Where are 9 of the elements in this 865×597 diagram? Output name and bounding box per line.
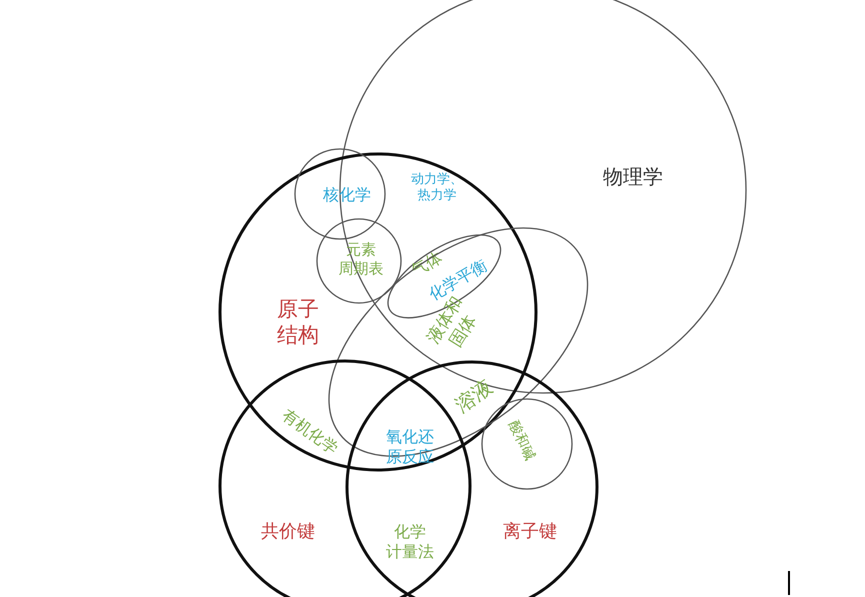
topic-label: 动力学、热力学 (411, 172, 463, 204)
topic-label: 有机化学 (278, 405, 342, 459)
topic-label: 共价键 (261, 520, 315, 544)
topic-label: 溶液 (450, 374, 498, 418)
topic-label: 物理学 (603, 164, 663, 190)
topic-label: 离子键 (503, 520, 557, 544)
topic-label: 原子结构 (277, 296, 319, 348)
topic-label: 化学计量法 (386, 522, 434, 562)
topic-label: 酸和碱 (504, 418, 538, 464)
